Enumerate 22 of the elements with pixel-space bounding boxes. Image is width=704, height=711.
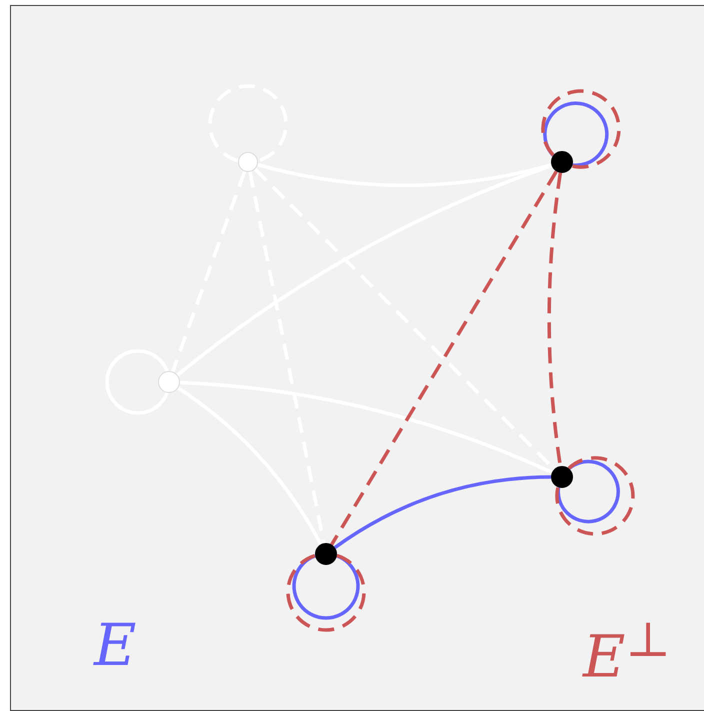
edge-line xyxy=(330,170,558,546)
loop-line xyxy=(556,460,620,524)
loop-line xyxy=(105,349,169,415)
edge-line xyxy=(334,475,552,549)
vertex-dot xyxy=(158,371,180,393)
vertex-dot xyxy=(238,152,258,172)
edge-line xyxy=(180,380,553,474)
loop-line xyxy=(292,554,360,620)
vertex-dot xyxy=(315,543,337,565)
edge-line xyxy=(177,386,322,546)
loop-line xyxy=(541,89,621,169)
loop-line xyxy=(208,84,288,162)
vertex-dot xyxy=(551,466,573,488)
edge-line xyxy=(257,163,552,188)
loop-line xyxy=(555,456,635,536)
space-label: E xyxy=(94,616,136,674)
loop-line xyxy=(286,554,366,632)
loop-line xyxy=(543,102,609,167)
vertex-dot xyxy=(551,151,573,173)
space-label: E$^{⊥}$ xyxy=(583,616,671,686)
edge-line xyxy=(248,171,326,544)
edge-line xyxy=(171,170,246,372)
